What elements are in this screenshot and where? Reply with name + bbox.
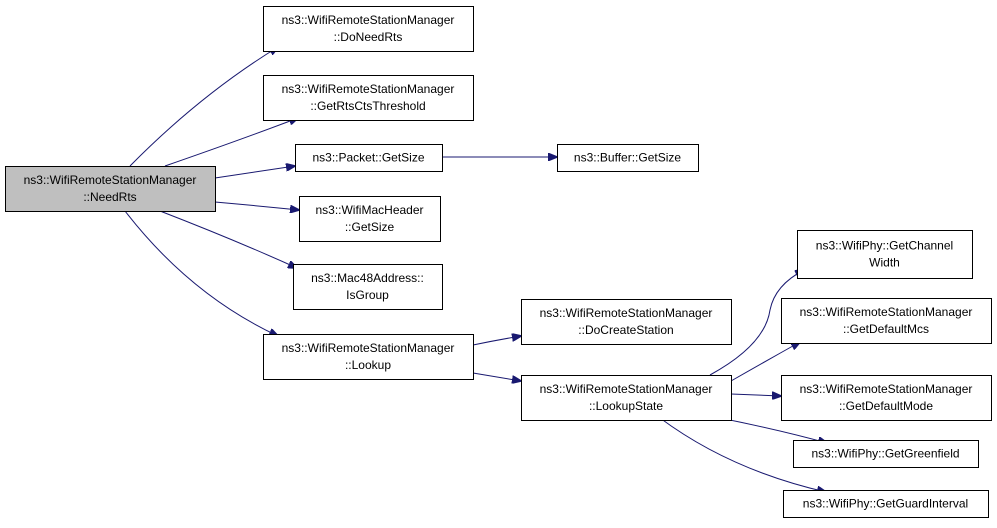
node-mac48address-isgroup[interactable]: ns3::Mac48Address::IsGroup	[293, 264, 443, 310]
node-label-getrtsctsthreshold-line-1: ::GetRtsCtsThreshold	[310, 99, 425, 113]
node-label-doneedrts-line-0: ns3::WifiRemoteStationManager	[282, 13, 455, 27]
node-label-docreatestation-line-1: ::DoCreateStation	[578, 323, 673, 337]
node-label-lookup-line-0: ns3::WifiRemoteStationManager	[282, 341, 455, 355]
node-label-buffer-getsize-line-0: ns3::Buffer::GetSize	[574, 151, 681, 165]
node-box-mac48address-isgroup	[293, 264, 443, 310]
edge-needrts-to-mac48address-isgroup	[159, 210, 297, 268]
node-box-getdefaultmcs	[781, 298, 992, 344]
edge-needrts-to-wifimacheader-getsize	[214, 201, 299, 210]
node-box-docreatestation	[521, 299, 732, 345]
node-getdefaultmcs[interactable]: ns3::WifiRemoteStationManager::GetDefaul…	[781, 298, 992, 344]
node-label-needrts-line-1: ::NeedRts	[83, 190, 136, 204]
node-box-needrts	[5, 166, 216, 212]
node-label-getchannelwidth-line-1: Width	[869, 256, 900, 270]
node-label-doneedrts-line-1: ::DoNeedRts	[334, 30, 403, 44]
nodes: ns3::WifiRemoteStationManager::NeedRtsns…	[5, 6, 992, 518]
node-label-getrtsctsthreshold-line-0: ns3::WifiRemoteStationManager	[282, 82, 455, 96]
node-box-lookupstate	[521, 375, 732, 421]
node-box-getchannelwidth	[797, 230, 973, 279]
node-box-getdefaultmode	[781, 375, 992, 421]
edge-lookupstate-to-getchannelwidth	[709, 270, 804, 376]
edge-lookupstate-to-getdefaultmode	[730, 394, 781, 396]
node-label-getdefaultmcs-line-0: ns3::WifiRemoteStationManager	[800, 305, 973, 319]
edge-needrts-to-lookup	[124, 210, 278, 336]
node-lookup[interactable]: ns3::WifiRemoteStationManager::Lookup	[263, 334, 474, 380]
node-box-lookup	[263, 334, 474, 380]
node-lookupstate[interactable]: ns3::WifiRemoteStationManager::LookupSta…	[521, 375, 732, 421]
node-label-getdefaultmode-line-1: ::GetDefaultMode	[839, 399, 933, 413]
node-buffer-getsize[interactable]: ns3::Buffer::GetSize	[557, 144, 699, 172]
node-packet-getsize[interactable]: ns3::Packet::GetSize	[295, 144, 443, 172]
node-box-getrtsctsthreshold	[263, 75, 474, 121]
node-label-lookupstate-line-1: ::LookupState	[589, 399, 663, 413]
node-label-getdefaultmcs-line-1: ::GetDefaultMcs	[843, 322, 929, 336]
edge-needrts-to-doneedrts	[129, 47, 278, 167]
edge-lookupstate-to-getgreenfield	[719, 417, 827, 443]
edge-lookupstate-to-getdefaultmcs	[730, 342, 800, 382]
edges	[124, 47, 827, 492]
node-label-mac48address-isgroup-line-0: ns3::Mac48Address::	[311, 271, 424, 285]
node-label-getdefaultmode-line-0: ns3::WifiRemoteStationManager	[800, 382, 973, 396]
edge-needrts-to-packet-getsize	[214, 166, 295, 179]
node-getguardinterval[interactable]: ns3::WifiPhy::GetGuardInterval	[783, 490, 989, 518]
node-label-docreatestation-line-0: ns3::WifiRemoteStationManager	[540, 306, 713, 320]
node-getdefaultmode[interactable]: ns3::WifiRemoteStationManager::GetDefaul…	[781, 375, 992, 421]
node-docreatestation[interactable]: ns3::WifiRemoteStationManager::DoCreateS…	[521, 299, 732, 345]
node-label-getgreenfield-line-0: ns3::WifiPhy::GetGreenfield	[811, 447, 959, 461]
node-box-buffer-getsize	[557, 144, 699, 172]
edge-lookupstate-to-getguardinterval	[659, 417, 826, 492]
node-box-wifimacheader-getsize	[299, 196, 441, 242]
edge-needrts-to-getrtsctsthreshold	[164, 118, 298, 167]
node-getrtsctsthreshold[interactable]: ns3::WifiRemoteStationManager::GetRtsCts…	[263, 75, 474, 121]
node-label-getchannelwidth-line-0: ns3::WifiPhy::GetChannel	[816, 239, 953, 253]
node-box-getgreenfield	[793, 440, 979, 468]
node-doneedrts[interactable]: ns3::WifiRemoteStationManager::DoNeedRts	[263, 6, 474, 52]
node-wifimacheader-getsize[interactable]: ns3::WifiMacHeader::GetSize	[299, 196, 441, 242]
node-box-packet-getsize	[295, 144, 443, 172]
edge-lookup-to-lookupstate	[472, 372, 521, 381]
node-label-lookup-line-1: ::Lookup	[345, 358, 391, 372]
node-label-packet-getsize-line-0: ns3::Packet::GetSize	[312, 151, 424, 165]
node-label-mac48address-isgroup-line-1: IsGroup	[346, 288, 389, 302]
node-box-doneedrts	[263, 6, 474, 52]
node-box-getguardinterval	[783, 490, 989, 518]
node-label-lookupstate-line-0: ns3::WifiRemoteStationManager	[540, 382, 713, 396]
node-label-wifimacheader-getsize-line-0: ns3::WifiMacHeader	[315, 203, 423, 217]
node-label-needrts-line-0: ns3::WifiRemoteStationManager	[24, 173, 197, 187]
edge-lookup-to-docreatestation	[472, 336, 521, 346]
node-label-getguardinterval-line-0: ns3::WifiPhy::GetGuardInterval	[803, 497, 968, 511]
node-getgreenfield[interactable]: ns3::WifiPhy::GetGreenfield	[793, 440, 979, 468]
node-label-wifimacheader-getsize-line-1: ::GetSize	[345, 220, 395, 234]
node-needrts[interactable]: ns3::WifiRemoteStationManager::NeedRts	[5, 166, 216, 212]
